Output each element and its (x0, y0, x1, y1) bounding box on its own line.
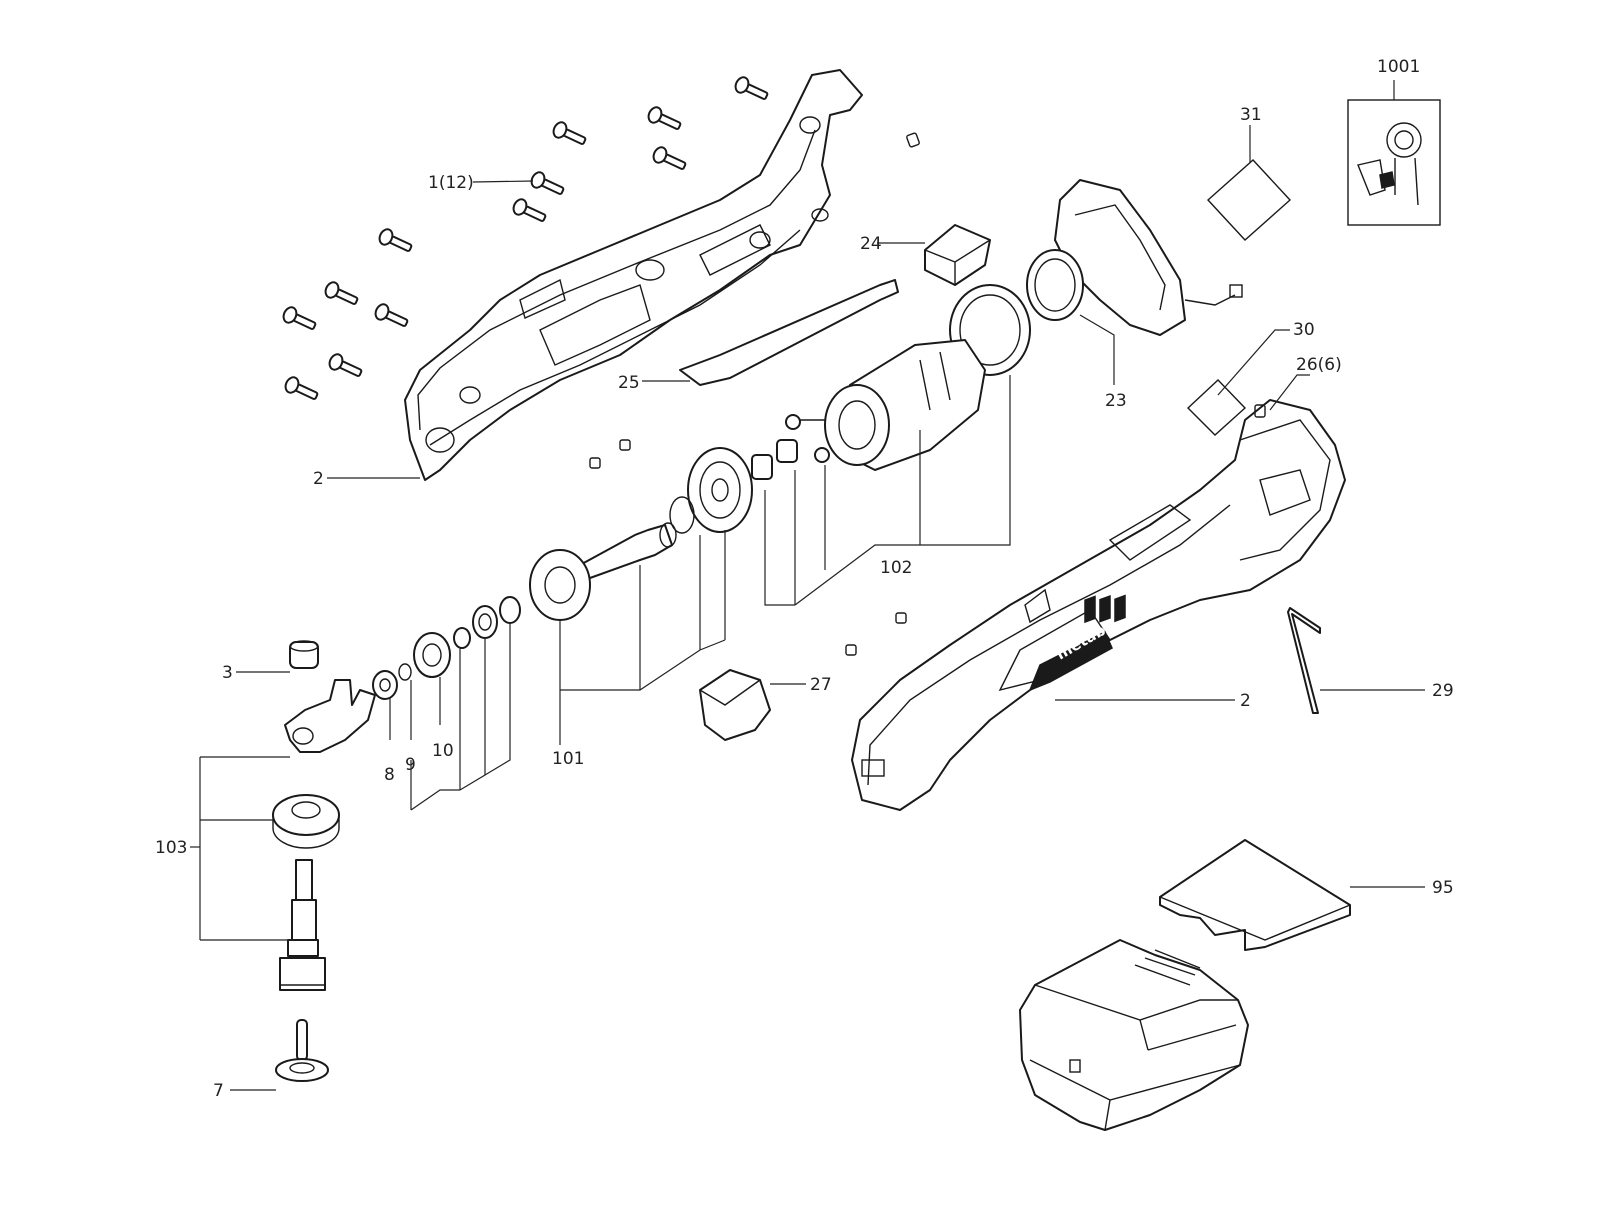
part-labels: 1001 31 1(12) 24 30 26(6) 25 23 2 102 3 … (155, 57, 1454, 1101)
label-23: 23 (1105, 391, 1127, 411)
screw-7 (275, 1019, 329, 1082)
label-102: 102 (880, 558, 912, 578)
label-31: 31 (1240, 105, 1262, 125)
screw (734, 76, 769, 100)
label-30: 30 (1293, 320, 1315, 340)
label-plate-31 (1207, 159, 1291, 241)
switch-module (1026, 179, 1243, 336)
bearing-101 (529, 549, 591, 621)
screw (282, 306, 317, 330)
screw (512, 198, 547, 222)
label-29: 29 (1432, 681, 1454, 701)
part-25-strip (679, 279, 899, 386)
label-26-6: 26(6) (1296, 355, 1342, 375)
label-7: 7 (213, 1081, 224, 1101)
part-1001-box (1347, 99, 1441, 226)
label-103: 103 (155, 838, 187, 858)
screws-group (282, 76, 769, 400)
screw (652, 146, 687, 170)
label-9: 9 (405, 755, 416, 775)
label-10: 10 (432, 741, 454, 761)
spindle (279, 859, 326, 991)
pins-group (589, 132, 1266, 656)
screw (530, 171, 565, 195)
leader-lines (190, 80, 1425, 1091)
label-2-top: 2 (313, 469, 324, 489)
clip-9 (398, 663, 412, 681)
label-2-right: 2 (1240, 691, 1251, 711)
bushing-8 (372, 670, 398, 700)
screw (284, 376, 319, 400)
part-95-cover (1159, 839, 1351, 951)
motor (800, 339, 986, 471)
housing-half-left (404, 69, 863, 481)
battery-pack (1019, 594, 1249, 1131)
screw (378, 228, 413, 252)
label-1001: 1001 (1377, 57, 1420, 77)
hex-key-29 (1287, 607, 1321, 714)
screw (552, 121, 587, 145)
bearing-10 (413, 632, 451, 678)
label-1-12: 1(12) (428, 173, 474, 193)
bearing-103 (272, 794, 340, 849)
label-25: 25 (618, 373, 640, 393)
fan (669, 447, 753, 534)
part-27-cover (699, 669, 771, 741)
screw (647, 106, 682, 130)
label-95: 95 (1432, 878, 1454, 898)
housing-assembled-right: metabo (851, 399, 1346, 811)
screw (328, 353, 363, 377)
label-101: 101 (552, 749, 584, 769)
shaft (579, 522, 677, 579)
screw (374, 303, 409, 327)
label-8: 8 (384, 765, 395, 785)
small-gears (751, 414, 830, 480)
washer-stack (453, 596, 521, 649)
label-24: 24 (860, 234, 882, 254)
label-27: 27 (810, 675, 832, 695)
label-plate-30 (1186, 379, 1247, 436)
screw (324, 281, 359, 305)
part-3-cap (289, 640, 319, 669)
label-3: 3 (222, 663, 233, 683)
fork (284, 679, 376, 753)
part-24-box (924, 224, 991, 286)
